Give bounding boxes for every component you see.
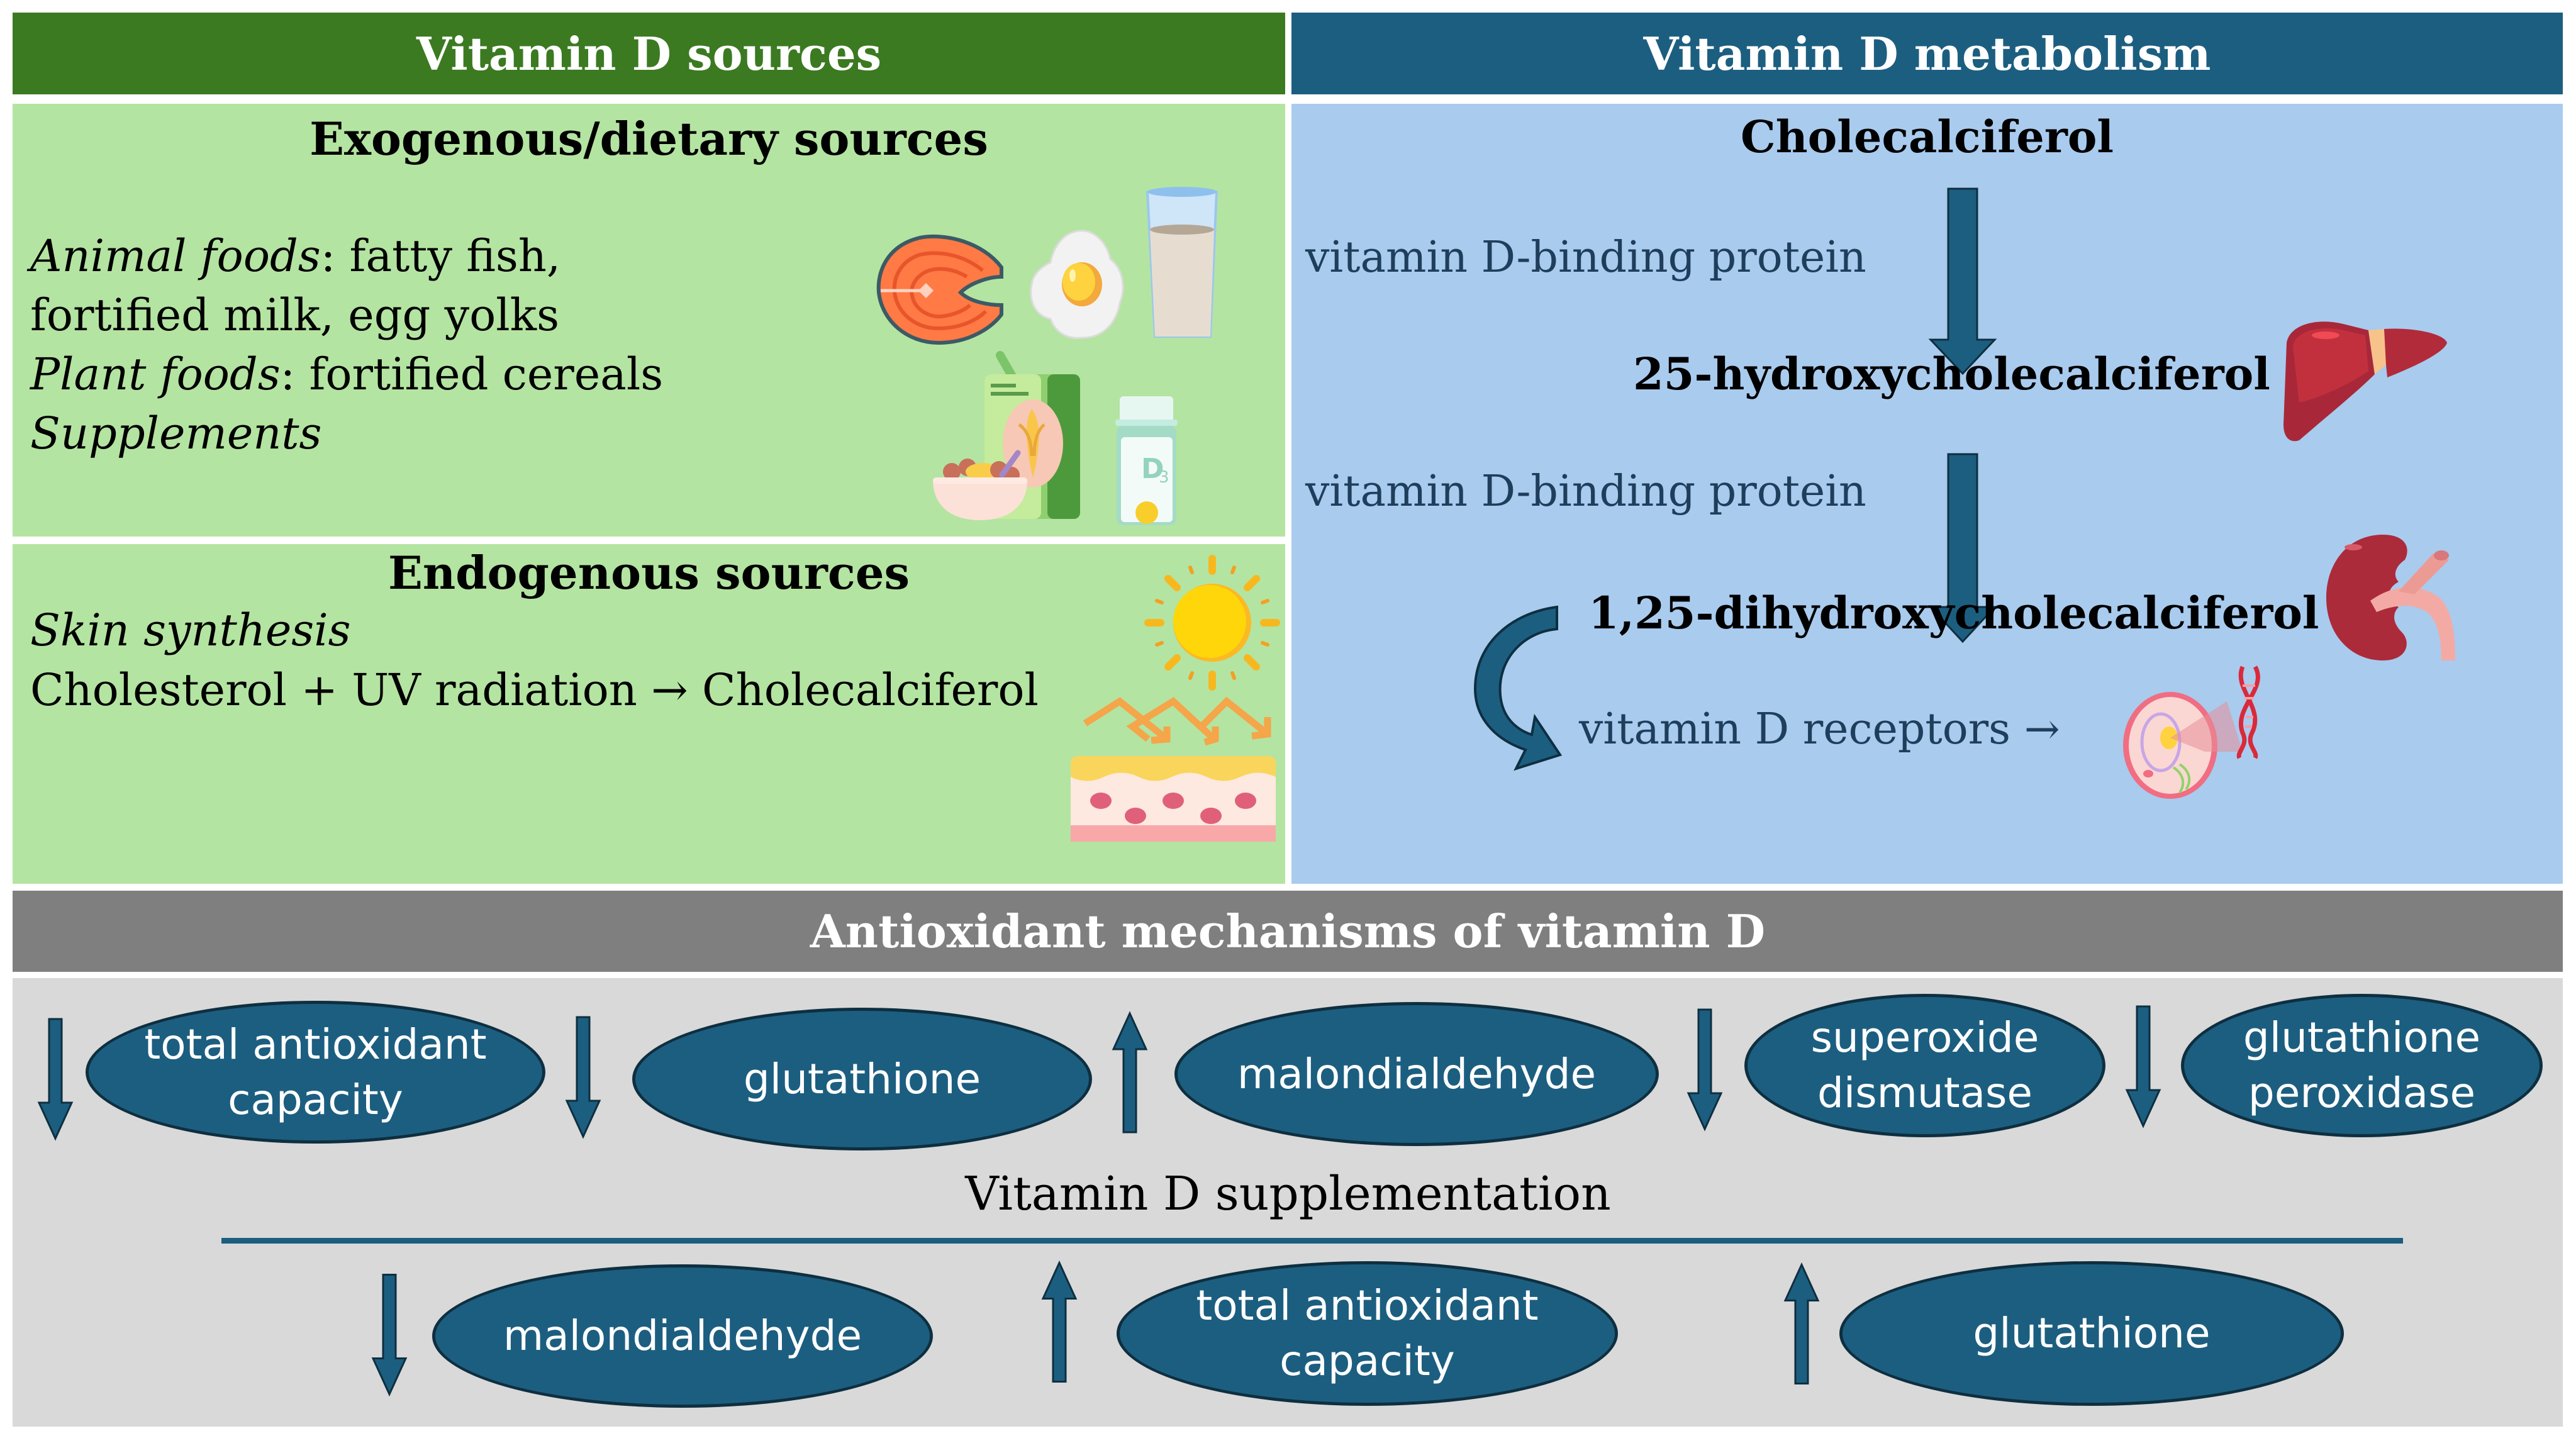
exogenous-line-italic: Plant foods xyxy=(30,348,281,400)
marker-ellipse-malondialdehyde-supp: malondialdehyde xyxy=(432,1264,933,1408)
exogenous-line: Animal foods: fatty fish, xyxy=(30,226,663,286)
exogenous-line-text: : fortified cereals xyxy=(280,348,664,400)
supplementation-label: Vitamin D supplementation xyxy=(965,1167,1611,1221)
milk-glass-icon xyxy=(1146,187,1218,338)
exogenous-line-italic: Supplements xyxy=(30,408,322,459)
metabolism-panel xyxy=(1291,104,2563,884)
arrow-down-icon xyxy=(37,1018,74,1141)
compound-1-25-dihydroxy: 1,25-dihydroxycholecalciferol xyxy=(1588,587,2319,639)
marker-label-line: capacity xyxy=(228,1075,403,1124)
curved-arrow-icon xyxy=(1473,605,1563,771)
metabolism-header-title: Vitamin D metabolism xyxy=(1643,26,2211,81)
marker-label-line: malondialdehyde xyxy=(503,1312,862,1360)
carrier-label-2: vitamin D-binding protein xyxy=(1305,467,1866,516)
endogenous-subtitle: Skin synthesis xyxy=(30,604,351,656)
sun-icon xyxy=(1144,555,1280,691)
marker-ellipse-glutathione: glutathione xyxy=(632,1008,1092,1150)
antioxidant-header-title: Antioxidant mechanisms of vitamin D xyxy=(810,905,1766,958)
bottle-label-3: 3 xyxy=(1159,468,1169,487)
antioxidant-header: Antioxidant mechanisms of vitamin D xyxy=(13,891,2563,972)
marker-ellipse-glutathione-supp: glutathione xyxy=(1839,1261,2344,1406)
exogenous-line: Supplements xyxy=(30,404,663,463)
sources-header: Vitamin D sources xyxy=(13,13,1285,94)
marker-label-line: glutathione xyxy=(2243,1013,2481,1062)
uv-rays-icon xyxy=(1083,696,1271,746)
metabolism-header: Vitamin D metabolism xyxy=(1291,13,2563,94)
marker-ellipse-malondialdehyde: malondialdehyde xyxy=(1174,1002,1659,1146)
exogenous-line-text: : fatty fish, xyxy=(320,230,561,282)
receptors-label: vitamin D receptors → xyxy=(1579,705,2060,754)
arrow-down-icon xyxy=(2125,1005,2161,1128)
cell-dna-icon xyxy=(2123,666,2260,799)
marker-label-line: glutathione xyxy=(1973,1309,2211,1357)
arrow-down-icon xyxy=(565,1016,601,1139)
marker-label-line: dismutase xyxy=(1817,1069,2033,1117)
arrow-down-icon xyxy=(371,1274,408,1397)
marker-ellipse-superoxide-dismutase: superoxide dismutase xyxy=(1744,994,2105,1137)
arrow-up-icon xyxy=(1112,1011,1148,1133)
exogenous-line-italic: Animal foods xyxy=(30,230,321,282)
compound-25-hydroxy: 25-hydroxycholecalciferol xyxy=(1633,348,2270,400)
endogenous-title: Endogenous sources xyxy=(388,546,910,599)
marker-ellipse-total-antioxidant-capacity-supp: total antioxidant capacity xyxy=(1117,1261,1618,1406)
marker-label-line: capacity xyxy=(1280,1337,1455,1385)
marker-ellipse-glutathione-peroxidase: glutathione peroxidase xyxy=(2181,994,2543,1137)
endogenous-reaction: Cholesterol + UV radiation → Cholecalcif… xyxy=(30,664,1039,716)
marker-label-line: superoxide xyxy=(1810,1013,2039,1062)
marker-label-line: malondialdehyde xyxy=(1237,1049,1597,1098)
kidney-icon xyxy=(2326,535,2455,660)
exogenous-line-text: fortified milk, egg yolks xyxy=(30,289,559,341)
exogenous-title: Exogenous/dietary sources xyxy=(309,112,988,165)
carrier-label-1: vitamin D-binding protein xyxy=(1305,233,1866,282)
marker-label-line: glutathione xyxy=(743,1054,981,1103)
fried-egg-icon xyxy=(1030,230,1124,339)
marker-ellipse-total-antioxidant-capacity: total antioxidant capacity xyxy=(86,1001,545,1144)
cereal-bowl-icon xyxy=(933,450,1027,520)
marker-label-line: peroxidase xyxy=(2248,1069,2476,1117)
metabolism-arrow-2 xyxy=(1928,453,1997,643)
salmon-steak-icon xyxy=(876,234,1003,345)
liver-icon xyxy=(2283,321,2447,442)
d3-supplement-bottle-icon: D 3 xyxy=(1115,396,1178,525)
marker-label-line: total antioxidant xyxy=(1196,1281,1539,1330)
bottle-label-d: D xyxy=(1141,453,1164,485)
arrow-up-icon xyxy=(1783,1262,1820,1384)
supplementation-divider xyxy=(221,1238,2403,1244)
skin-layer-icon xyxy=(1071,756,1276,842)
exogenous-line: fortified milk, egg yolks xyxy=(30,286,663,345)
exogenous-list: Animal foods: fatty fish, fortified milk… xyxy=(30,226,663,463)
arrow-down-icon xyxy=(1687,1008,1723,1132)
sources-header-title: Vitamin D sources xyxy=(416,26,882,81)
arrow-up-icon xyxy=(1041,1260,1078,1383)
compound-cholecalciferol: Cholecalciferol xyxy=(1740,111,2114,163)
marker-label-line: total antioxidant xyxy=(144,1020,487,1069)
metabolism-arrow-1 xyxy=(1928,187,1997,376)
exogenous-line: Plant foods: fortified cereals xyxy=(30,345,663,404)
